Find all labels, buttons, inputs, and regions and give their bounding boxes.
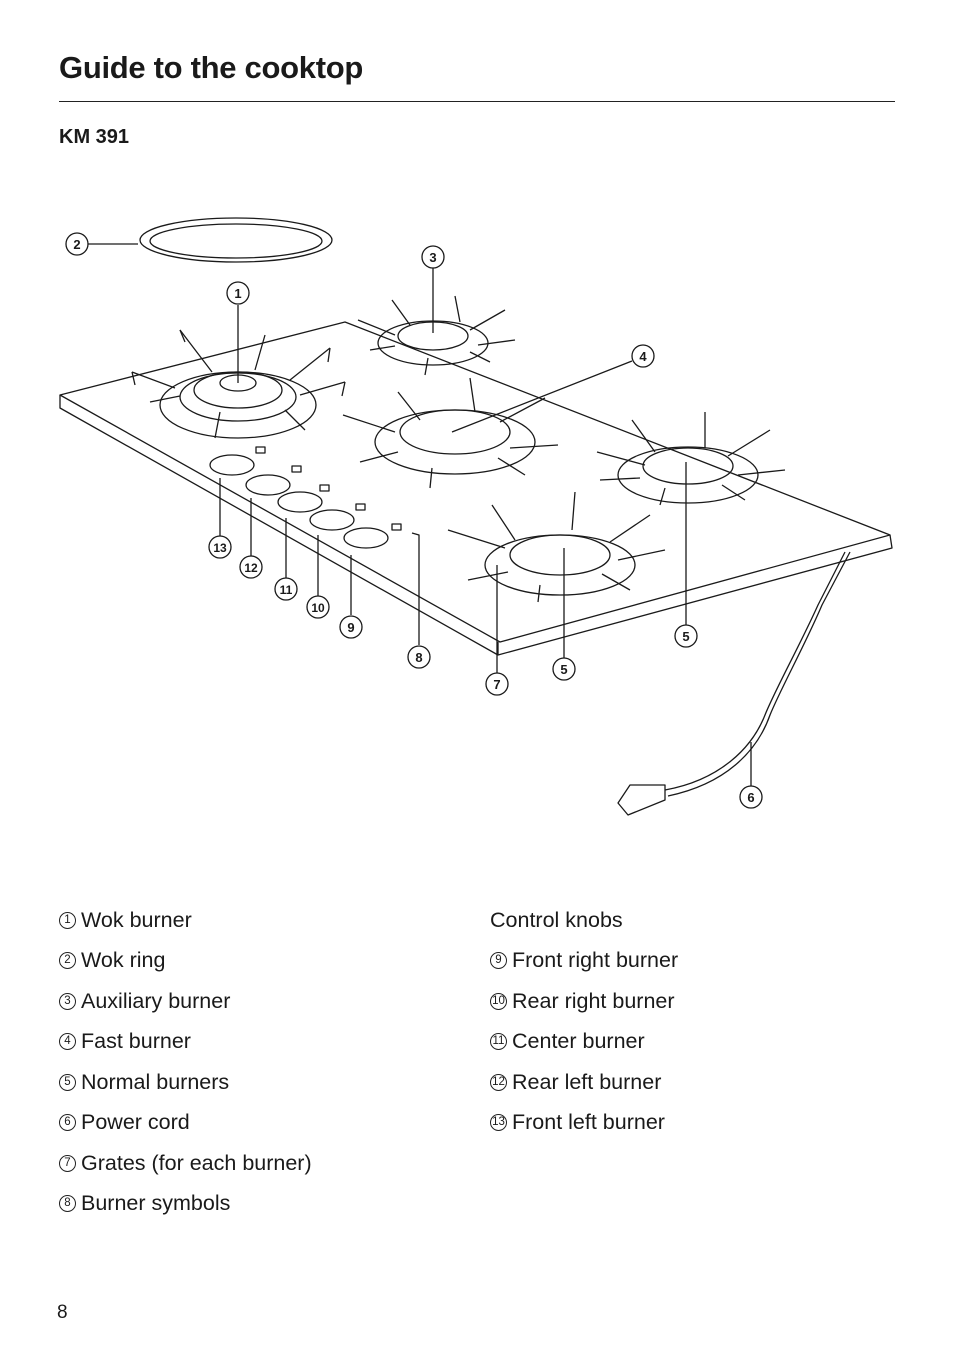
model-label: KM 391 bbox=[59, 126, 130, 148]
callout-5a: 5 bbox=[674, 624, 698, 648]
page-title: Guide to the cooktop bbox=[59, 50, 363, 85]
callout-4: 4 bbox=[631, 344, 655, 368]
callout-13: 13 bbox=[208, 535, 232, 559]
number-badge: 13 bbox=[490, 1114, 507, 1132]
legend-text: Power cord bbox=[81, 1110, 190, 1135]
legend-text: Center burner bbox=[512, 1029, 645, 1054]
number-badge: 12 bbox=[490, 1073, 507, 1091]
svg-text:11: 11 bbox=[280, 583, 293, 597]
callout-2: 2 bbox=[65, 232, 89, 256]
callout-12: 12 bbox=[239, 555, 263, 579]
title-divider bbox=[59, 101, 895, 102]
svg-text:6: 6 bbox=[747, 790, 754, 805]
number-badge: 3 bbox=[59, 992, 76, 1010]
number-badge: 4 bbox=[59, 1033, 76, 1051]
number-badge: 2 bbox=[59, 952, 76, 970]
legend-item: 7 Grates (for each burner) bbox=[59, 1143, 312, 1184]
number-badge: 7 bbox=[59, 1154, 76, 1172]
legend-item: 1 Wok burner bbox=[59, 900, 312, 941]
legend-text: Rear left burner bbox=[512, 1069, 662, 1094]
control-knobs bbox=[209, 446, 402, 549]
number-badge: 1 bbox=[59, 911, 76, 929]
wok-ring bbox=[139, 217, 333, 263]
power-cord bbox=[617, 551, 851, 816]
callout-3: 3 bbox=[421, 245, 445, 269]
legend-text: Front right burner bbox=[512, 948, 679, 973]
svg-text:3: 3 bbox=[429, 250, 436, 265]
page-number: 8 bbox=[57, 1302, 68, 1323]
number-badge: 10 bbox=[490, 992, 507, 1010]
callout-10: 10 bbox=[306, 595, 330, 619]
svg-text:5: 5 bbox=[682, 629, 689, 644]
legend-text: Wok ring bbox=[81, 948, 166, 973]
callout-8: 8 bbox=[407, 645, 431, 669]
svg-text:9: 9 bbox=[347, 620, 354, 635]
callout-7: 7 bbox=[485, 672, 509, 696]
fast-burner bbox=[342, 377, 559, 489]
number-badge: 9 bbox=[490, 952, 507, 970]
number-badge: 5 bbox=[59, 1073, 76, 1091]
number-badge: 11 bbox=[490, 1033, 507, 1051]
legend-item: 4 Fast burner bbox=[59, 1022, 312, 1063]
legend-text: Fast burner bbox=[81, 1029, 191, 1054]
legend-text: Auxiliary burner bbox=[81, 988, 231, 1013]
legend-text: Rear right burner bbox=[512, 988, 675, 1013]
legend-item: 6 Power cord bbox=[59, 1103, 312, 1144]
legend-item: 11 Center burner bbox=[490, 1022, 678, 1063]
legend-item: 9 Front right burner bbox=[490, 941, 678, 982]
svg-text:2: 2 bbox=[73, 237, 80, 252]
svg-text:4: 4 bbox=[639, 349, 647, 364]
svg-text:1: 1 bbox=[234, 286, 241, 301]
callout-11: 11 bbox=[274, 577, 298, 601]
legend-item: 8 Burner symbols bbox=[59, 1184, 312, 1225]
cooktop-surface bbox=[59, 321, 893, 656]
legend-text: Normal burners bbox=[81, 1069, 230, 1094]
legend-item: 13 Front left burner bbox=[490, 1103, 678, 1144]
legend-text: Front left burner bbox=[512, 1110, 665, 1135]
number-badge: 6 bbox=[59, 1114, 76, 1132]
callout-9: 9 bbox=[339, 615, 363, 639]
legend-text: Grates (for each burner) bbox=[81, 1150, 312, 1175]
cooktop-diagram: 1 2 3 4 5 5 6 7 8 9 10 11 12 13 bbox=[59, 217, 893, 816]
legend-heading: Control knobs bbox=[490, 900, 678, 941]
svg-text:5: 5 bbox=[560, 662, 567, 677]
legend-item: 2 Wok ring bbox=[59, 941, 312, 982]
normal-burner-right bbox=[596, 412, 786, 506]
legend-text: Burner symbols bbox=[81, 1191, 231, 1216]
number-badge: 8 bbox=[59, 1195, 76, 1213]
svg-text:8: 8 bbox=[415, 650, 422, 665]
control-knobs-heading: Control knobs bbox=[490, 907, 623, 932]
svg-text:13: 13 bbox=[213, 541, 227, 555]
legend-item: 3 Auxiliary burner bbox=[59, 981, 312, 1022]
callout-leaders bbox=[88, 243, 752, 786]
normal-burner-front bbox=[447, 491, 666, 603]
svg-text:12: 12 bbox=[244, 561, 258, 575]
svg-text:7: 7 bbox=[493, 677, 500, 692]
svg-text:10: 10 bbox=[311, 601, 325, 615]
legend-item: 10 Rear right burner bbox=[490, 981, 678, 1022]
legend-text: Wok burner bbox=[81, 907, 192, 932]
callout-5b: 5 bbox=[552, 657, 576, 681]
callout-6: 6 bbox=[739, 785, 763, 809]
callout-1: 1 bbox=[226, 281, 250, 305]
legend-item: 5 Normal burners bbox=[59, 1062, 312, 1103]
legend-item: 12 Rear left burner bbox=[490, 1062, 678, 1103]
